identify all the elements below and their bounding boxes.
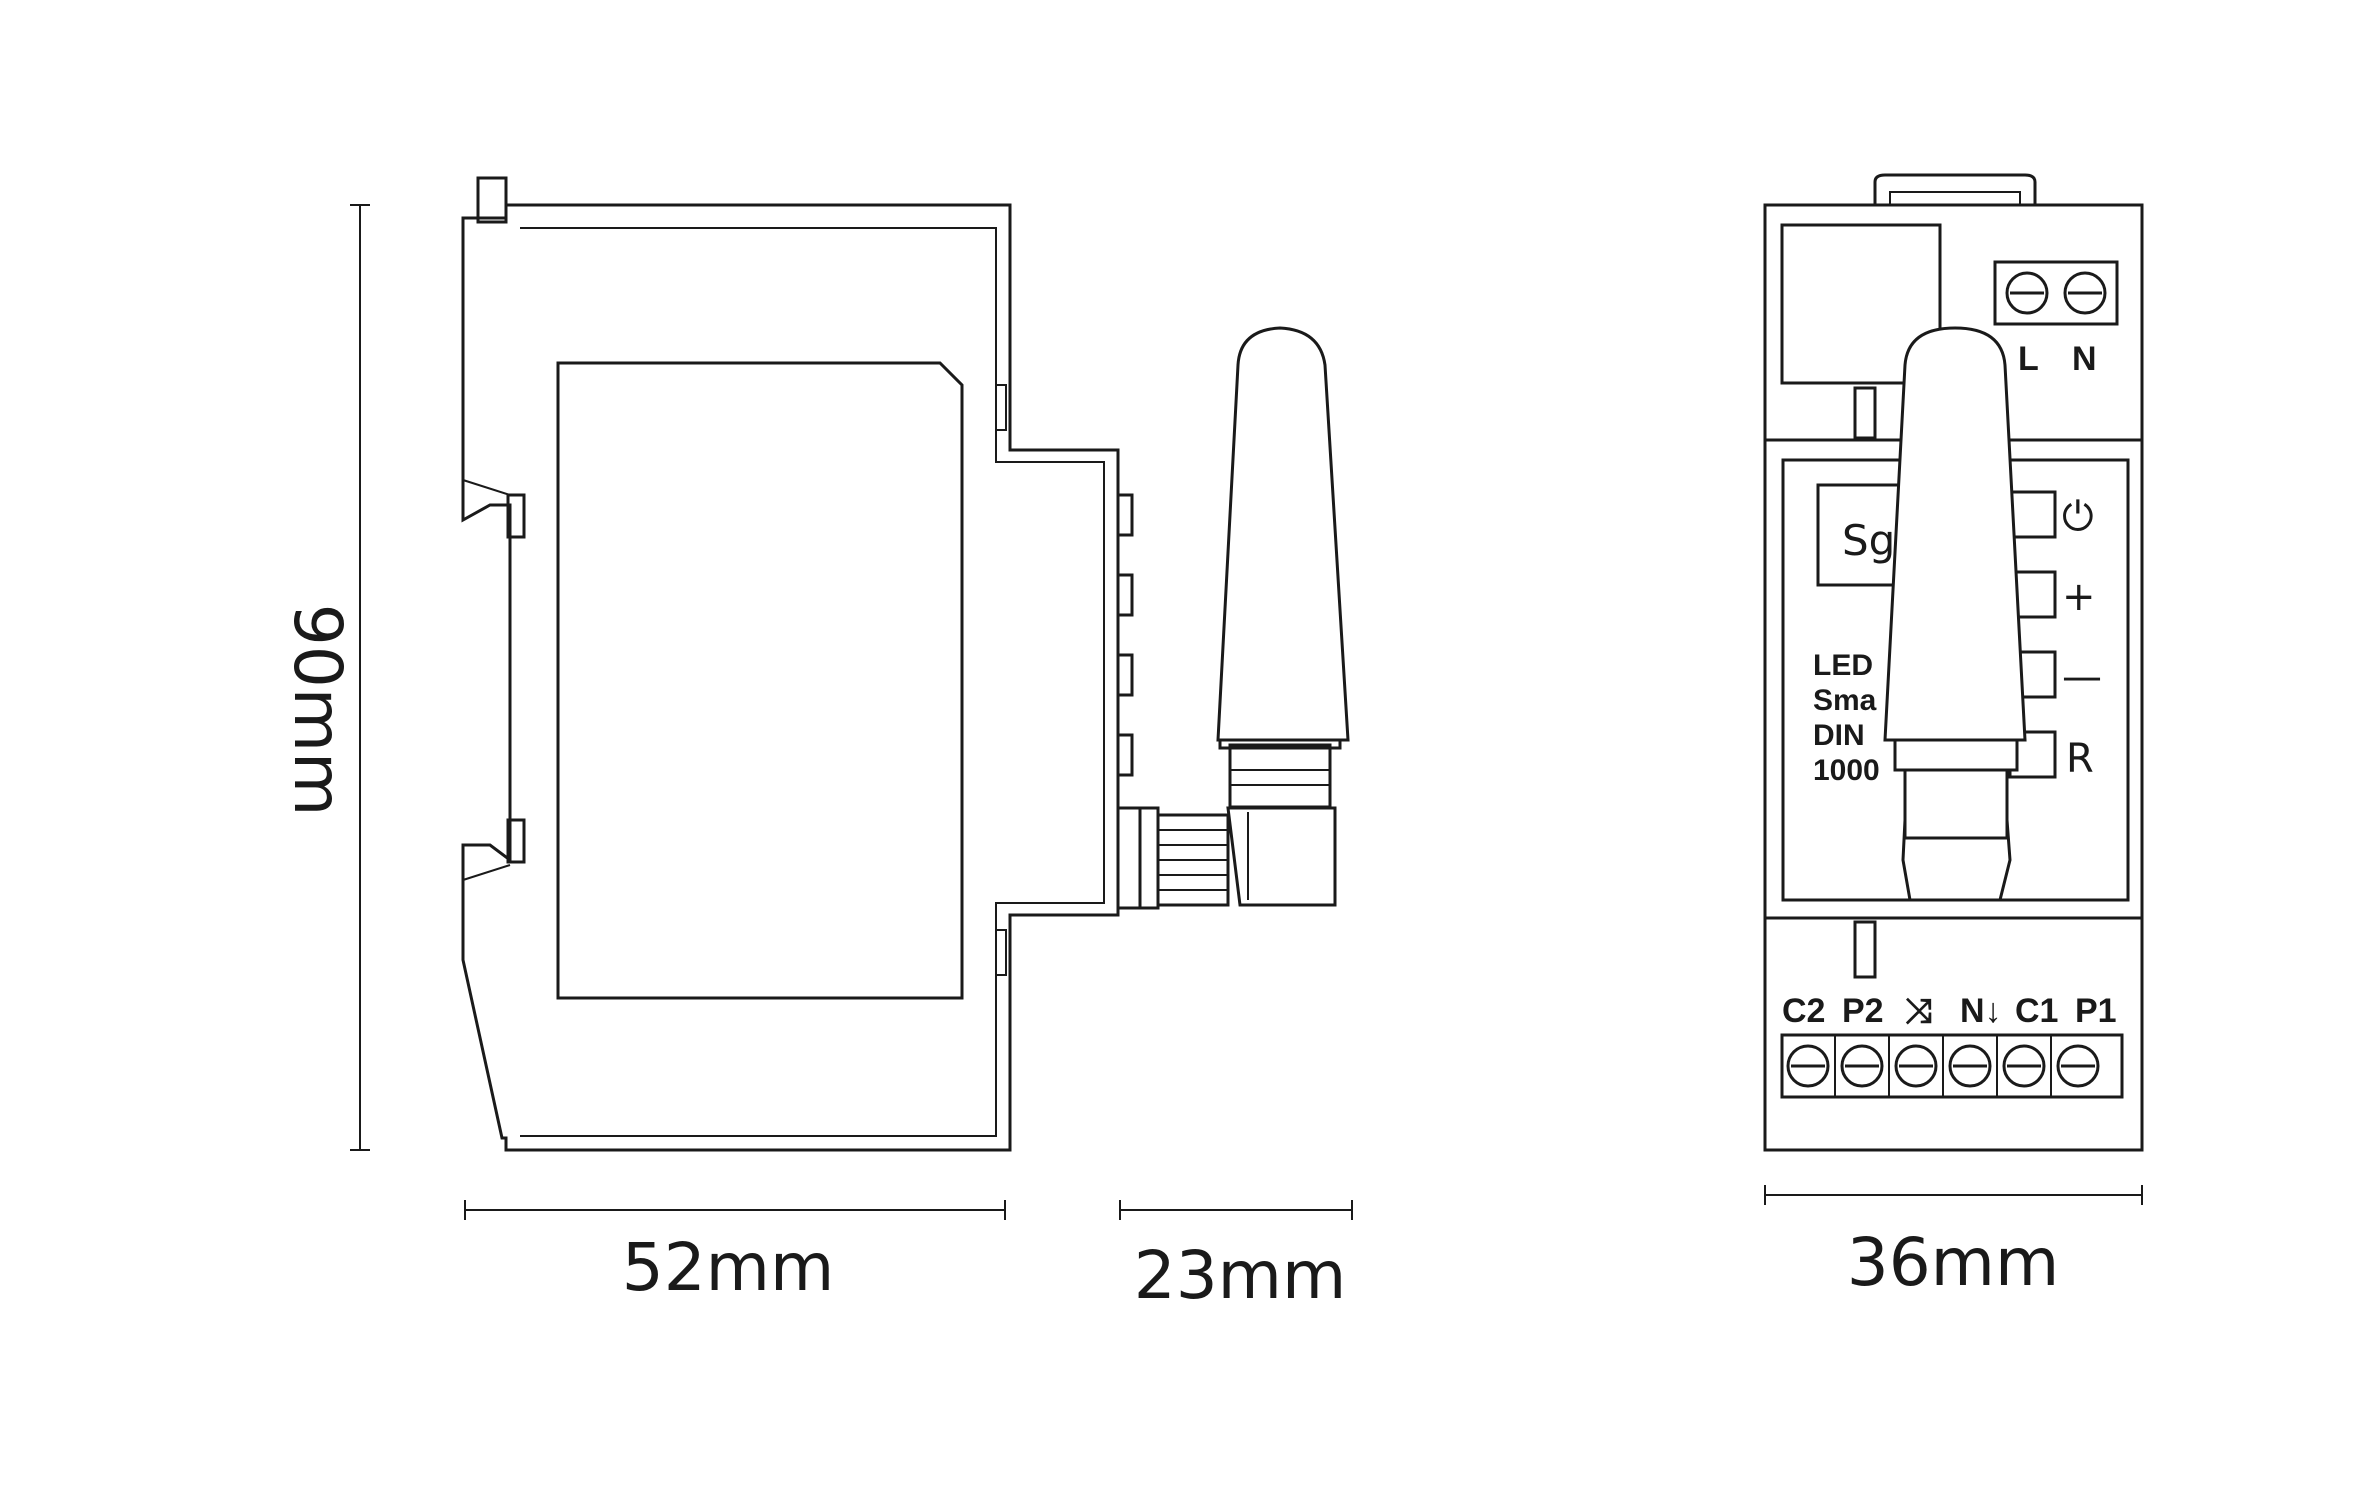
width-label: 36mm [1847, 1224, 2060, 1301]
depth-dimension: 52mm [464, 1200, 1006, 1306]
side-view [461, 176, 1350, 1152]
terminal-label-c1: C1 [2015, 992, 2058, 1030]
top-terminal-block [1993, 260, 2119, 326]
side-body-outline [461, 203, 1120, 1152]
height-dimension: 90mm [279, 204, 370, 1151]
side-antenna [1216, 326, 1350, 742]
minus-icon: — [2062, 654, 2102, 700]
product-line-3: DIN [1813, 719, 1865, 752]
power-button[interactable] [2008, 490, 2057, 539]
height-label: 90mm [279, 604, 356, 817]
reset-icon: R [2066, 736, 2094, 782]
antenna-label: 23mm [1134, 1237, 1347, 1314]
terminal-label-switch: ⤨ [1905, 992, 1932, 1030]
product-line-1: LED [1813, 649, 1873, 682]
terminal-label-p2: P2 [1842, 992, 1884, 1030]
antenna-dimension: 23mm [1119, 1200, 1353, 1314]
front-body [1763, 203, 2144, 1152]
logo-text: Sg [1842, 516, 1895, 565]
power-icon: ⏻ [2062, 494, 2094, 540]
front-view: L N Sg LED Sma DIN 1000 ⏻ + — R C2 P2 ⤨ … [1763, 173, 2144, 1152]
terminal-label-n-load: N↓ [1960, 992, 2002, 1030]
plus-icon: + [2062, 574, 2096, 620]
terminal-label-c2: C2 [1782, 992, 1825, 1030]
width-dimension: 36mm [1764, 1185, 2143, 1301]
terminal-label-l: L [2018, 340, 2039, 378]
terminal-label-p1: P1 [2075, 992, 2117, 1030]
front-antenna [1883, 326, 2027, 742]
bottom-terminal-block [1780, 1033, 2124, 1099]
product-line-4: 1000 [1813, 754, 1880, 787]
side-label-plate [556, 361, 964, 1000]
terminal-label-n: N [2072, 340, 2097, 378]
depth-label: 52mm [622, 1229, 835, 1306]
product-line-2: Sma [1813, 684, 1877, 717]
